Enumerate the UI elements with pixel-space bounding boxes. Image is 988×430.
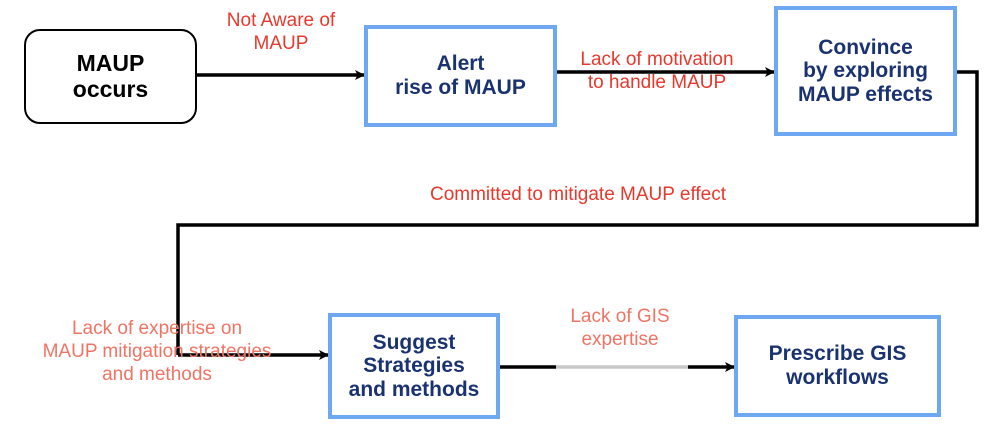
node-alert-line1: Alert (436, 52, 485, 76)
node-prescribe-line1: Prescribe GIS (768, 342, 907, 366)
node-alert: Alert rise of MAUP (364, 25, 557, 127)
label-lack-motivation-line2: to handle MAUP (587, 71, 727, 93)
node-suggest: Suggest Strategies and methods (328, 313, 500, 419)
label-lack-expertise-line3: and methods (102, 363, 212, 385)
node-convince-line1: Convince (818, 35, 913, 59)
node-alert-line2: rise of MAUP (395, 76, 526, 99)
node-convince-line2: by exploring (803, 59, 928, 83)
label-lack-gis-line1: Lack of GIS (570, 306, 670, 327)
label-lack-gis: Lack of GIS expertise (535, 306, 705, 352)
node-prescribe: Prescribe GIS workflows (734, 315, 941, 417)
label-lack-gis-line2: expertise (581, 328, 659, 350)
label-not-aware-line2: MAUP (253, 32, 309, 54)
node-prescribe-line2: workflows (786, 366, 889, 389)
label-not-aware: Not Aware of MAUP (196, 10, 366, 56)
label-lack-expertise: Lack of expertise on MAUP mitigation str… (2, 318, 312, 386)
node-suggest-line2: Strategies (363, 354, 465, 378)
label-lack-expertise-line2: MAUP mitigation strategies (42, 340, 272, 362)
label-lack-expertise-line1: Lack of expertise on (71, 318, 243, 339)
label-committed: Committed to mitigate MAUP effect (340, 184, 816, 207)
node-suggest-line3: and methods (348, 377, 480, 401)
node-maup-occurs: MAUP occurs (24, 29, 197, 124)
label-lack-motivation-line1: Lack of motivation (580, 49, 734, 70)
node-maup-occurs-line1: MAUP (76, 49, 145, 76)
node-maup-occurs-line2: occurs (72, 75, 149, 102)
label-lack-motivation: Lack of motivation to handle MAUP (552, 49, 762, 95)
label-committed-line1: Committed to mitigate MAUP effect (429, 184, 727, 205)
node-convince-line3: MAUP effects (798, 82, 933, 106)
connector-convince-to-suggest (176, 70, 979, 355)
node-suggest-line1: Suggest (372, 330, 456, 354)
label-not-aware-line1: Not Aware of (226, 10, 336, 31)
node-convince: Convince by exploring MAUP effects (774, 6, 957, 136)
